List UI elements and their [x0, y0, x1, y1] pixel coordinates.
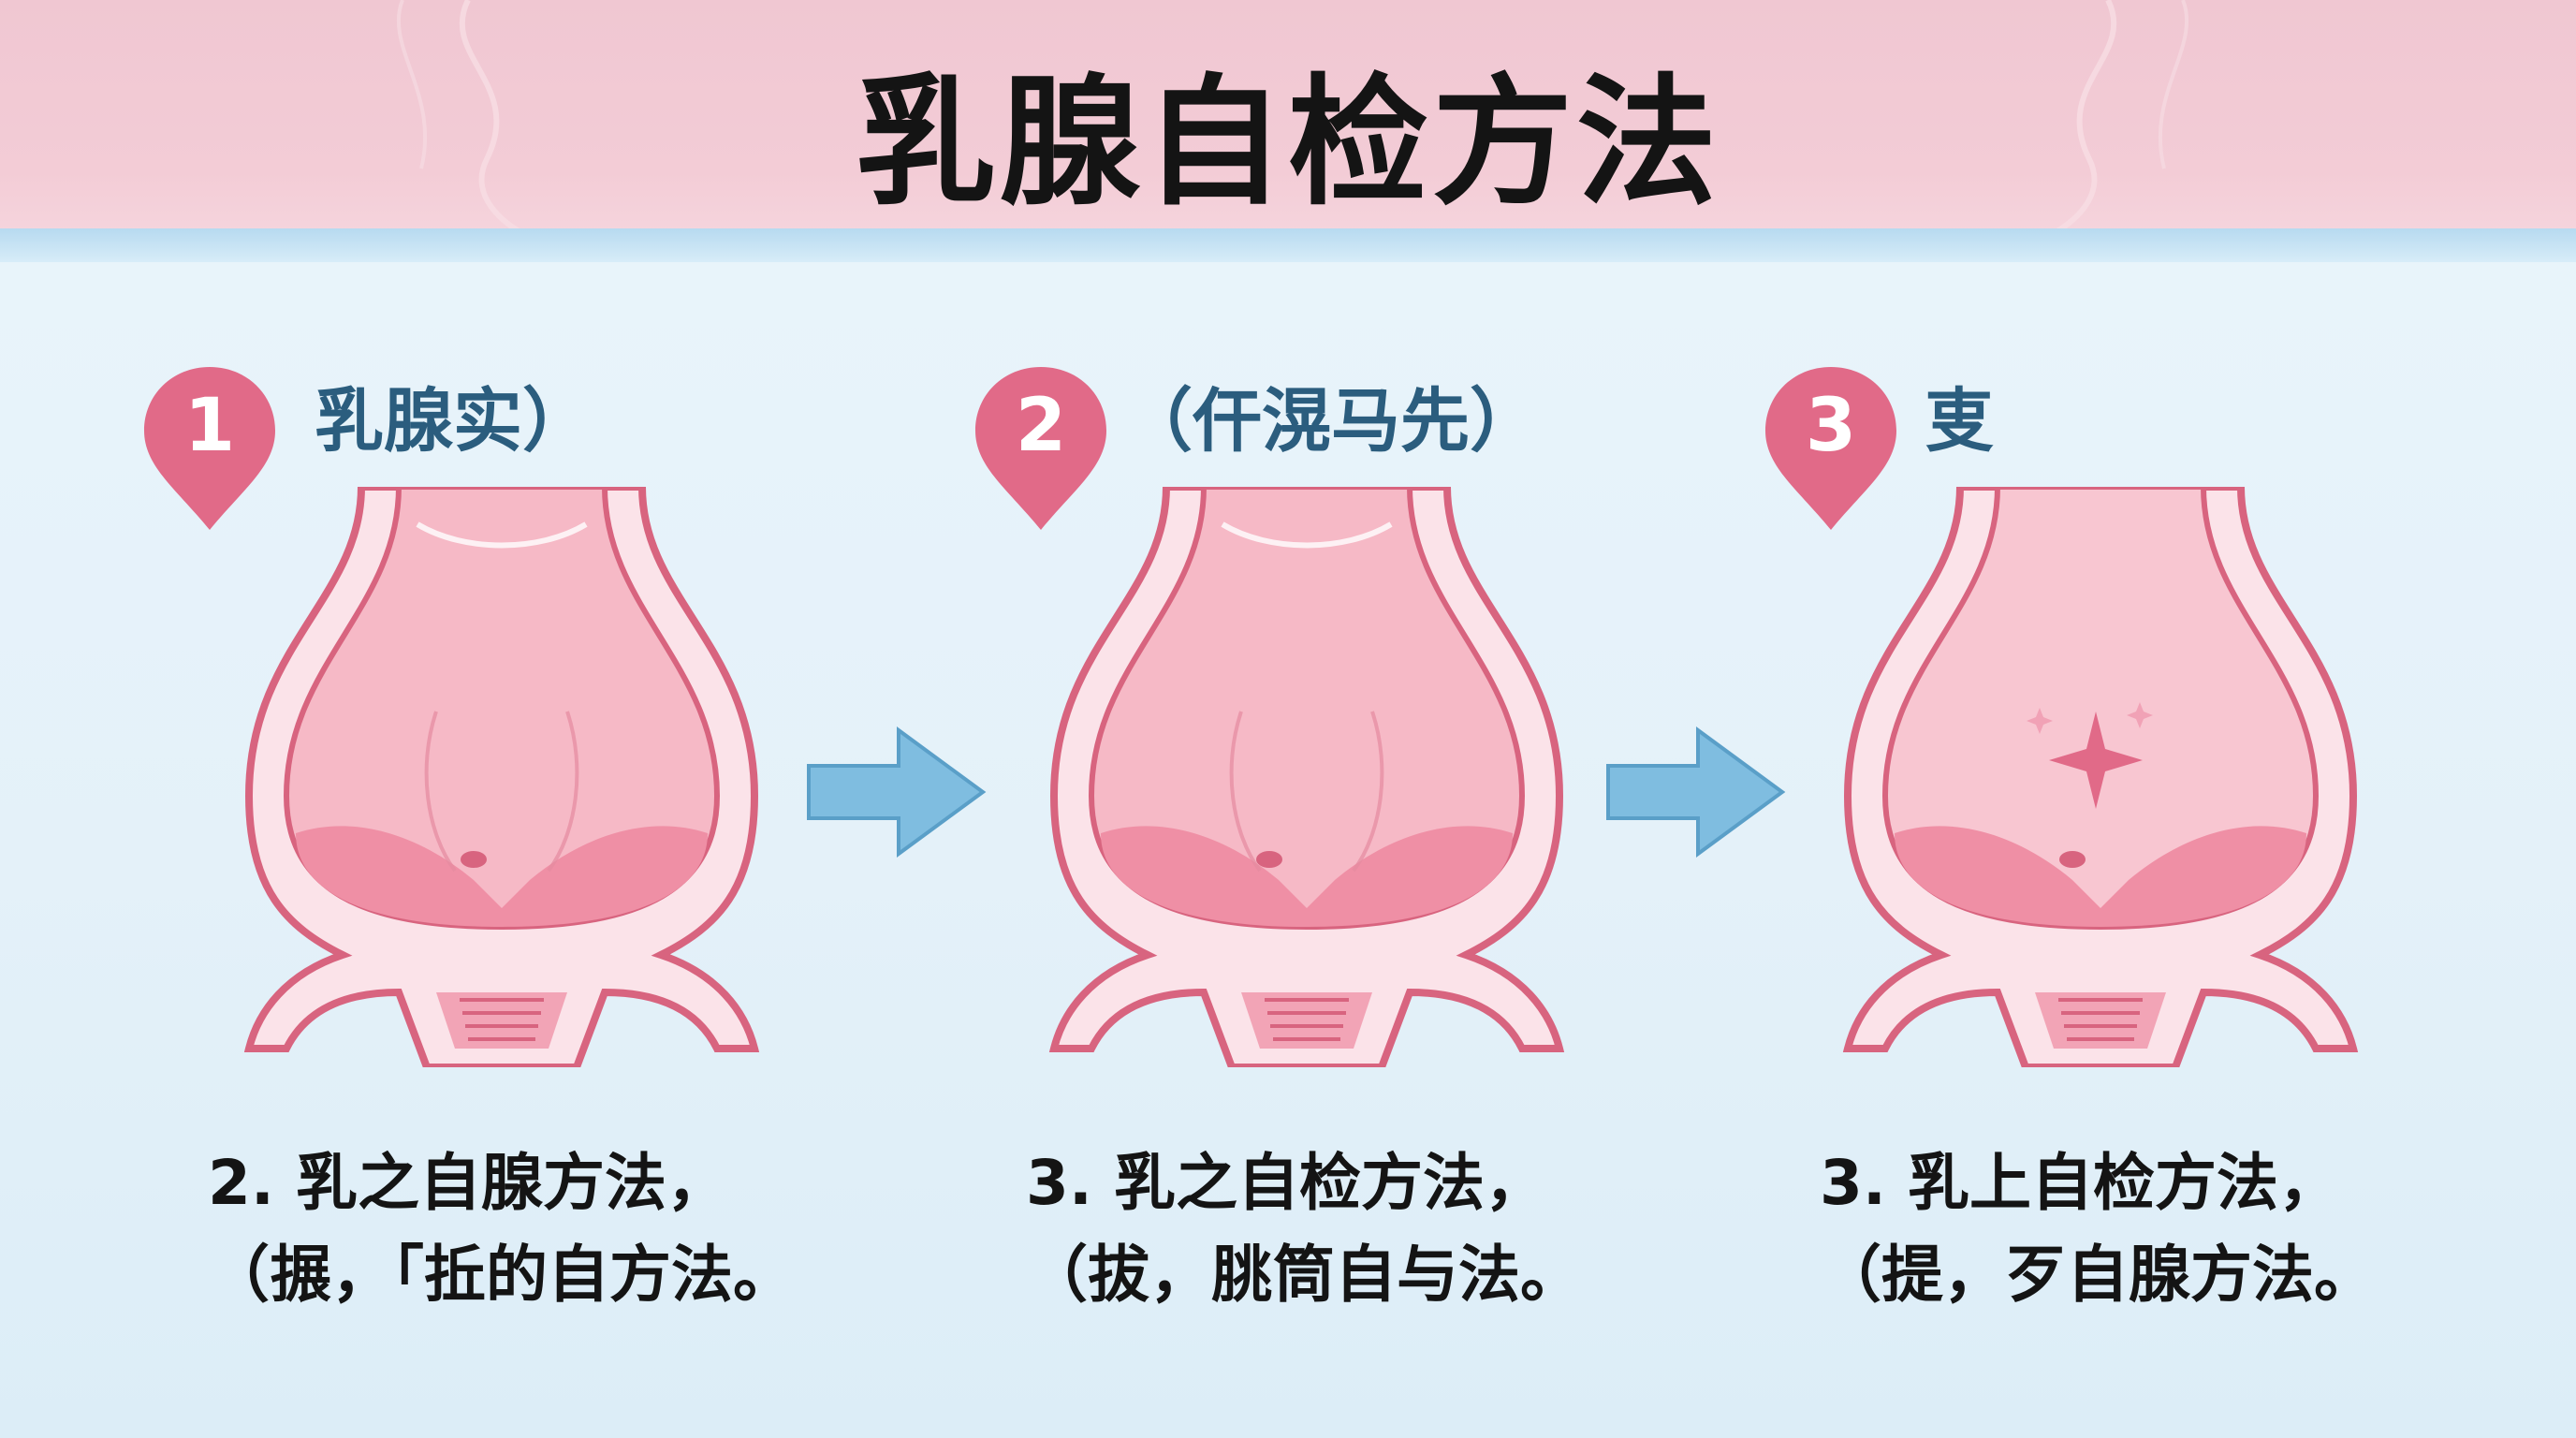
step-2-breast-illustration [1048, 487, 1565, 1067]
breast-outline-shape [1048, 487, 1565, 1067]
breast-outline-shape [243, 487, 760, 1067]
step-1-breast-illustration [243, 487, 760, 1067]
header-divider [0, 228, 2576, 262]
sparkle-icon [2027, 702, 2153, 809]
step-1-caption-line1: 2. 乳之自腺方法， [208, 1147, 728, 1219]
step-2-label: （仠滉马先） [1123, 381, 1539, 462]
step-1-pin: 1 [139, 361, 281, 539]
step-2-pin: 2 [970, 361, 1112, 539]
step-1-label: 乳腺实） [315, 381, 592, 462]
step-3-breast-illustration [1842, 487, 2359, 1067]
decorative-swirl-right [2050, 0, 2189, 237]
step-2-caption-line2: （拔，朓筒自与法。 [1026, 1239, 1582, 1311]
location-pin-icon [975, 367, 1106, 530]
header-banner: 乳腺自检方法 [0, 0, 2576, 245]
arrow-right-icon [807, 726, 987, 858]
step-3-pin: 3 [1760, 361, 1902, 539]
step-3-caption-line1: 3. 乳上自检方法， [1820, 1147, 2340, 1219]
step-3-label: 叓 [1925, 381, 1994, 462]
arrow-right-icon [1606, 726, 1786, 858]
decorative-swirl-left [396, 0, 526, 237]
step-3-caption-line2: （提，⽍自腺方法。 [1820, 1239, 2376, 1311]
page-title: 乳腺自检方法 [855, 62, 1720, 225]
step-2-number: 2 [1015, 384, 1067, 468]
step-2-caption-line1: 3. 乳之自检方法， [1026, 1147, 1546, 1219]
step-1-number: 1 [183, 384, 236, 468]
location-pin-icon [1765, 367, 1896, 530]
location-pin-icon [144, 367, 275, 530]
step-3-number: 3 [1805, 384, 1857, 468]
step-1-caption-line2: （搌，「拞的自方法。 [208, 1239, 795, 1311]
